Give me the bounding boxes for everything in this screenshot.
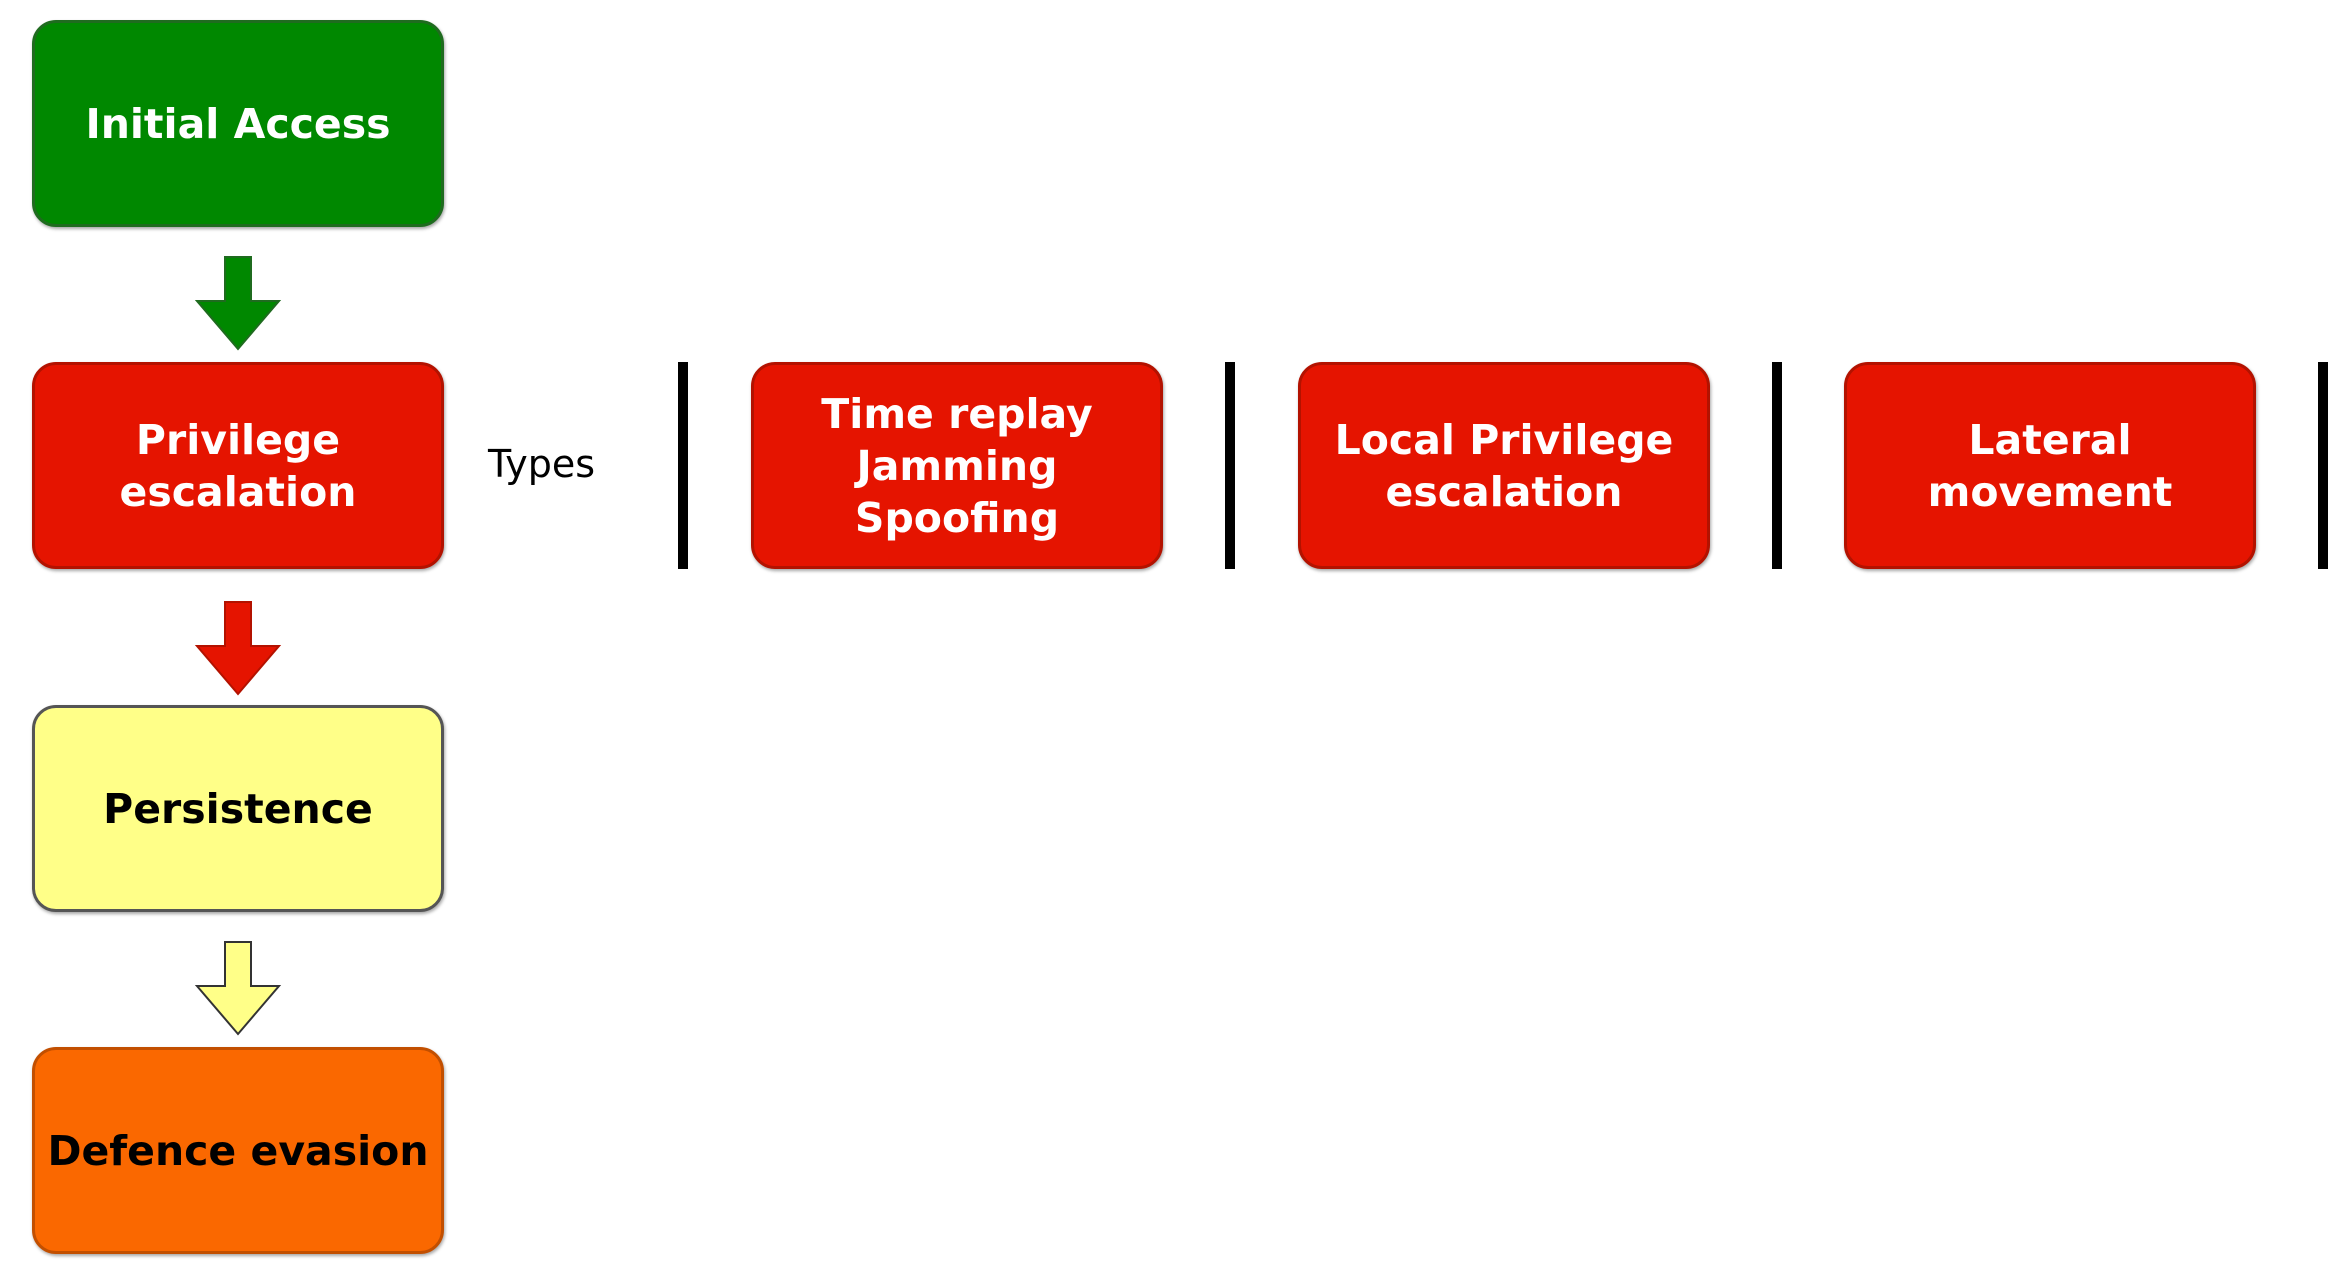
stage-label: Persistence [103, 784, 373, 833]
type-label: Time replay Jamming Spoofing [821, 389, 1093, 542]
type-lateral-movement: Lateral movement [1844, 362, 2256, 569]
divider [1225, 362, 1235, 569]
types-label: Types [488, 442, 596, 486]
stage-label: Initial Access [85, 99, 391, 148]
stage-defence-evasion: Defence evasion [32, 1047, 444, 1254]
stage-label: Privilege escalation [119, 415, 357, 516]
type-label: Lateral movement [1927, 415, 2173, 516]
stage-persistence: Persistence [32, 705, 444, 912]
type-time-replay-jamming-spoofing: Time replay Jamming Spoofing [751, 362, 1163, 569]
stage-initial-access: Initial Access [32, 20, 444, 227]
stage-privilege-escalation: Privilege escalation [32, 362, 444, 569]
divider [2318, 362, 2328, 569]
down-arrow-icon [194, 256, 282, 351]
down-arrow-icon [194, 601, 282, 696]
type-label: Local Privilege escalation [1334, 415, 1674, 516]
stage-label: Defence evasion [47, 1126, 429, 1175]
divider [678, 362, 688, 569]
type-local-privilege-escalation: Local Privilege escalation [1298, 362, 1710, 569]
divider [1772, 362, 1782, 569]
down-arrow-icon [194, 941, 282, 1036]
